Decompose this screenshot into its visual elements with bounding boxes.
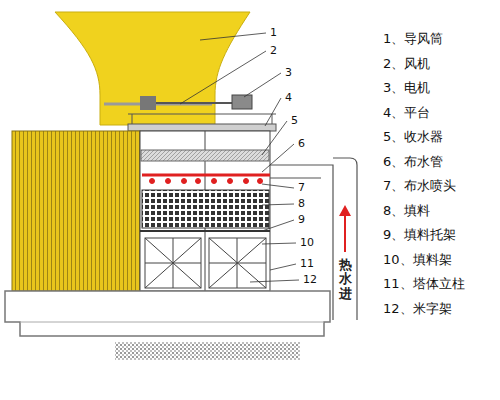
platform — [128, 124, 276, 131]
leader-lines — [180, 33, 299, 282]
part-name: 1、导风筒 — [383, 32, 443, 46]
callout-number: 10 — [300, 237, 314, 249]
callout-number: 8 — [298, 198, 305, 210]
fill-support — [140, 230, 270, 232]
part-name: 12、米字架 — [383, 302, 452, 316]
callout-number: 4 — [285, 92, 292, 104]
spray-nozzles — [150, 179, 263, 184]
cross-brace — [145, 238, 266, 288]
fan-hub — [140, 96, 156, 110]
spray-pipe — [142, 174, 270, 177]
inlet-label: 热水进 — [339, 258, 352, 301]
part-name: 7、布水喷头 — [383, 179, 456, 193]
part-name: 9、填料托架 — [383, 228, 456, 242]
fan-cowl — [55, 12, 250, 125]
inlet-pipe — [270, 158, 357, 320]
callout-number: 11 — [300, 258, 314, 270]
fill-media — [142, 190, 269, 228]
callout-number: 5 — [291, 115, 298, 127]
flow-arrow — [344, 214, 346, 252]
callout-number: 7 — [298, 182, 305, 194]
drift-eliminator — [141, 150, 269, 161]
ground — [115, 342, 300, 360]
part-name: 11、塔体立柱 — [383, 277, 465, 291]
part-name: 6、布水管 — [383, 155, 443, 169]
callout-number: 9 — [298, 214, 305, 226]
part-name: 5、收水器 — [383, 130, 443, 144]
part-name: 2、风机 — [383, 57, 430, 71]
railing — [128, 114, 276, 115]
part-name: 3、电机 — [383, 81, 430, 95]
water-basin — [5, 291, 330, 336]
motor — [232, 95, 252, 109]
part-name: 8、填料 — [383, 204, 430, 218]
callout-number: 2 — [270, 45, 277, 57]
callout-number: 1 — [270, 27, 277, 39]
drive-shaft — [156, 102, 232, 104]
callout-number: 12 — [303, 274, 317, 286]
callout-number: 6 — [298, 138, 305, 150]
louver-panel — [12, 131, 140, 291]
flow-arrowhead — [339, 205, 351, 216]
part-name: 10、填料架 — [383, 253, 452, 267]
part-name: 4、平台 — [383, 106, 430, 120]
callout-number: 3 — [285, 67, 292, 79]
tower-body — [140, 131, 270, 291]
